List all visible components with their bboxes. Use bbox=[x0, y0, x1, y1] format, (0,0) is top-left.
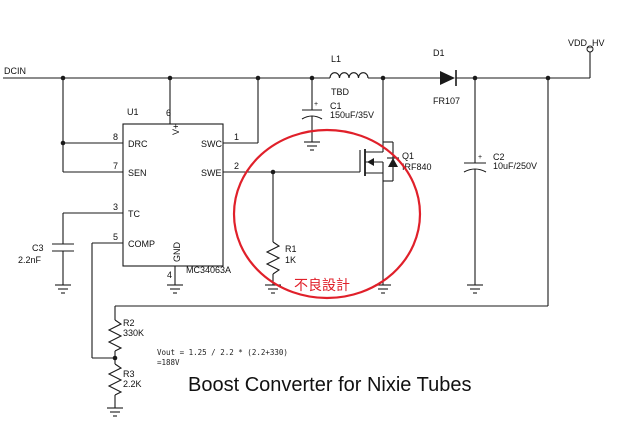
pin8-name: DRC bbox=[128, 139, 148, 149]
capacitor-c2 bbox=[463, 78, 487, 294]
formula-line2: =188V bbox=[157, 358, 180, 367]
c1-polarity: + bbox=[314, 101, 318, 108]
pin4-name: GND bbox=[172, 242, 182, 263]
resistor-r3 bbox=[107, 363, 123, 417]
pin1-num: 1 bbox=[234, 132, 239, 142]
pin5-name: COMP bbox=[128, 239, 155, 249]
red-annotation-text: 不良設計 bbox=[294, 278, 350, 294]
pin7-num: 7 bbox=[113, 161, 118, 171]
c2-ref: C2 bbox=[493, 152, 505, 162]
feedback-wire bbox=[114, 78, 549, 318]
input-rail bbox=[3, 45, 594, 81]
pin6-name: V+ bbox=[171, 124, 181, 135]
l1-value: TBD bbox=[331, 87, 350, 97]
resistor-r1 bbox=[265, 172, 281, 294]
ic-part: MC34063A bbox=[186, 265, 231, 275]
r3-ref: R3 bbox=[123, 369, 135, 379]
pin7-name: SEN bbox=[128, 168, 147, 178]
pin4-num: 4 bbox=[167, 270, 172, 280]
pin6-num: 6 bbox=[166, 108, 171, 118]
d1-value: FR107 bbox=[433, 96, 460, 106]
ic-gnd-pin bbox=[167, 266, 183, 294]
c2-polarity: + bbox=[478, 154, 482, 161]
c1-ref: C1 bbox=[330, 101, 342, 111]
r2-ref: R2 bbox=[123, 318, 135, 328]
diode-d1 bbox=[440, 70, 457, 86]
vdd-hv-label: VDD_HV bbox=[568, 38, 605, 48]
pin1-name: SWC bbox=[201, 139, 222, 149]
pin8-num: 8 bbox=[113, 132, 118, 142]
c3-value: 2.2nF bbox=[18, 255, 42, 265]
q1-ref: Q1 bbox=[402, 151, 414, 161]
formula-line1: Vout = 1.25 / 2.2 * (2.2+330) bbox=[157, 348, 288, 357]
dcin-label: DCIN bbox=[4, 66, 26, 76]
r3-value: 2.2K bbox=[123, 379, 142, 389]
red-annotation-circle bbox=[232, 128, 422, 300]
q1-value: IRF840 bbox=[402, 162, 432, 172]
ic-u1-body bbox=[122, 123, 224, 267]
r2-value: 330K bbox=[123, 328, 144, 338]
ic-left-pins bbox=[52, 78, 123, 359]
capacitor-c1 bbox=[301, 78, 323, 151]
diagram-caption: Boost Converter for Nixie Tubes bbox=[188, 374, 471, 396]
ic-ref: U1 bbox=[127, 107, 139, 117]
c2-value: 10uF/250V bbox=[493, 161, 537, 171]
mosfet-q1 bbox=[359, 78, 399, 294]
pin2-num: 2 bbox=[234, 161, 239, 171]
pin3-num: 3 bbox=[113, 202, 118, 212]
c1-value: 150uF/35V bbox=[330, 110, 374, 120]
pin2-name: SWE bbox=[201, 168, 222, 178]
l1-ref: L1 bbox=[331, 54, 341, 64]
c3-ref: C3 bbox=[32, 243, 44, 253]
feedback-node bbox=[112, 355, 118, 361]
pin3-name: TC bbox=[128, 209, 140, 219]
r1-value: 1K bbox=[285, 255, 296, 265]
pin5-num: 5 bbox=[113, 232, 118, 242]
r1-ref: R1 bbox=[285, 244, 297, 254]
inductor-l1 bbox=[329, 72, 369, 79]
d1-ref: D1 bbox=[433, 48, 445, 58]
